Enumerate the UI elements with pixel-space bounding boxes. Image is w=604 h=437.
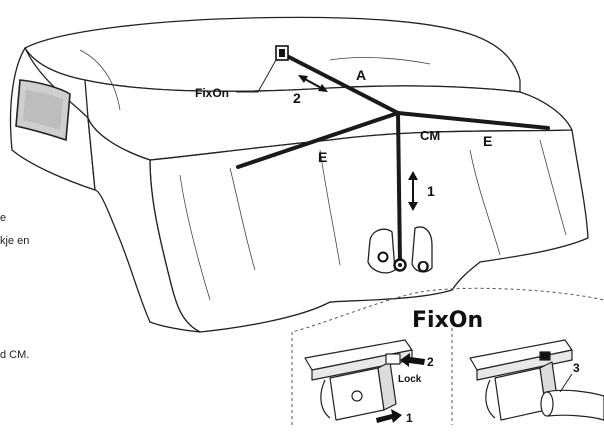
- fixon-label: FixOn: [195, 86, 229, 100]
- fabric-folds: [79, 49, 567, 301]
- cutoff-text-line1: e: [0, 212, 6, 224]
- center-mark-label: CM: [420, 128, 440, 143]
- inset-lock-label: Lock: [398, 374, 422, 385]
- strap-e-right-label: E: [483, 133, 492, 149]
- strap-a: [281, 52, 400, 115]
- arrow-2-label: 2: [293, 90, 301, 106]
- strap-e-right: [396, 111, 550, 130]
- arrow-1-icon: [408, 171, 418, 211]
- tent-cover: [9, 16, 589, 333]
- arrow-1-label: 1: [427, 183, 435, 199]
- cutoff-text-line3: d CM.: [0, 349, 29, 361]
- inset-step-insert: 3: [573, 361, 580, 375]
- strap-a-label: A: [356, 67, 366, 83]
- inset-title: FixOn: [412, 308, 483, 333]
- fixon-anchor: [275, 45, 289, 61]
- fixon-pointer-line: [236, 59, 277, 93]
- tent-corner-left: [87, 117, 201, 333]
- ground-anchor: [367, 226, 433, 274]
- strap-e-left: [236, 111, 400, 169]
- lock-arrow-icon: [400, 353, 425, 367]
- side-window: [15, 79, 71, 142]
- inset-left-clamp: [304, 339, 413, 421]
- tent-front-drape: [149, 129, 589, 333]
- inset-right-clamp: [469, 339, 604, 421]
- push-arrow-icon: [376, 409, 402, 423]
- anchor-o-label: O: [417, 259, 429, 276]
- straps: [236, 52, 550, 264]
- cutoff-text-line2: kje en: [0, 235, 29, 247]
- arrow-2-icon: [298, 75, 328, 92]
- strap-vertical: [396, 111, 402, 264]
- tent-roof-back: [24, 16, 521, 93]
- fixon-inset: FixOn 2 Lock 1: [291, 287, 604, 425]
- strap-e-left-label: E: [318, 149, 327, 165]
- inset-step-push: 1: [406, 411, 413, 425]
- inset-step-insert-leader: [559, 373, 573, 393]
- inset-dashed-outline: [291, 287, 604, 425]
- inset-step-lock: 2: [427, 355, 434, 369]
